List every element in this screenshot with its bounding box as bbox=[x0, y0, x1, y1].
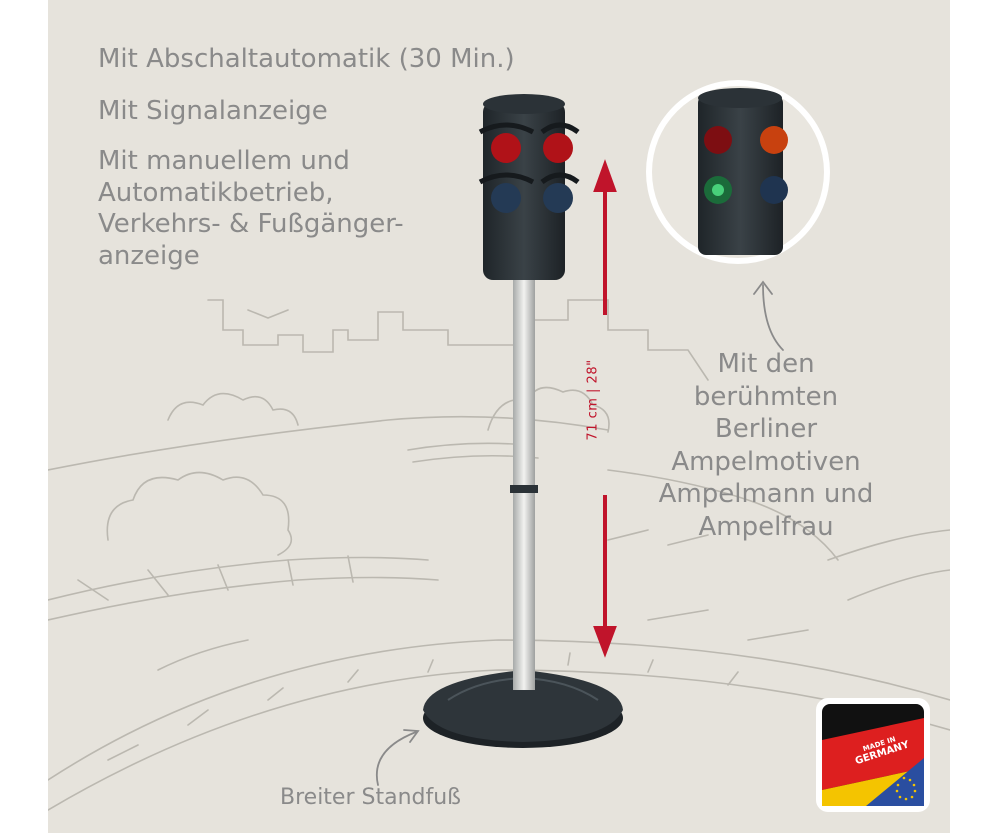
dimension-arrow-icon bbox=[375, 159, 784, 786]
made-in-germany-flag-icon bbox=[816, 698, 930, 812]
traffic-light-icon bbox=[423, 94, 623, 748]
height-dimension-label: 71 cm | 28" bbox=[585, 359, 601, 441]
city-sketch-background bbox=[48, 299, 950, 811]
arrow-curved-left-icon bbox=[375, 729, 420, 786]
feature-modes: Mit manuellem und Automatikbetrieb, Verk… bbox=[98, 146, 404, 272]
ampelmann-callout: Mit den berühmten Berliner Ampelmotiven … bbox=[658, 349, 874, 542]
inset-closeup bbox=[646, 80, 830, 264]
arrow-curved-up-icon bbox=[753, 280, 784, 351]
illustration-panel: Mit Abschaltautomatik (30 Min.) Mit Sign… bbox=[48, 0, 950, 833]
base-label: Breiter Standfuß bbox=[280, 785, 462, 810]
feature-auto-off: Mit Abschaltautomatik (30 Min.) bbox=[98, 44, 515, 74]
feature-signal-display: Mit Signalanzeige bbox=[98, 96, 328, 126]
